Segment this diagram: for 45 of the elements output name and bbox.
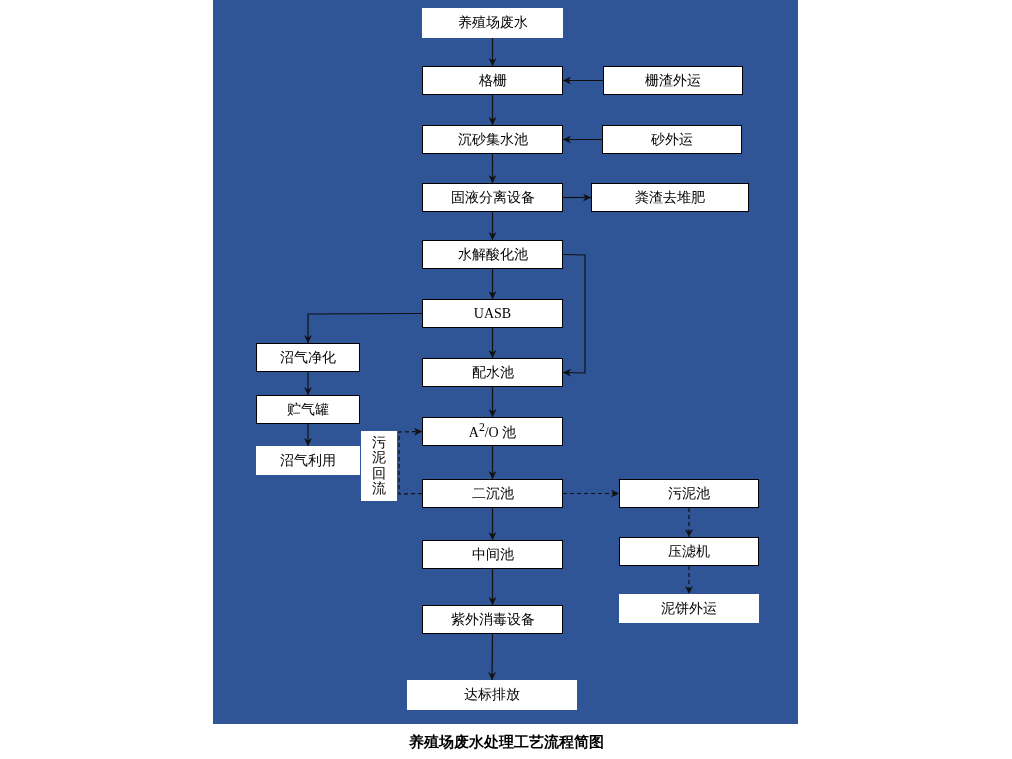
- process-box: 二沉池: [422, 479, 563, 508]
- arrow: [488, 37, 497, 67]
- process-box: 配水池: [422, 358, 563, 387]
- arrow: [685, 507, 693, 538]
- process-box: 污泥池: [619, 479, 759, 508]
- process-box: 粪渣去堆肥: [591, 183, 749, 212]
- arrow: [488, 507, 497, 541]
- arrow: [562, 193, 592, 202]
- arrow: [562, 253, 586, 377]
- process-box: 达标排放: [407, 680, 577, 710]
- arrow: [562, 489, 620, 498]
- arrow: [488, 633, 497, 681]
- process-box: 沼气利用: [256, 446, 360, 475]
- process-box: 固液分离设备: [422, 183, 563, 212]
- arrow: [488, 94, 497, 126]
- arrow: [488, 568, 497, 606]
- process-box: 格栅: [422, 66, 563, 95]
- arrow: [304, 371, 312, 396]
- arrow: [304, 312, 423, 344]
- arrow: [398, 427, 423, 495]
- process-box: 紫外消毒设备: [422, 605, 563, 634]
- process-box: 砂外运: [602, 125, 742, 154]
- process-box: 沉砂集水池: [422, 125, 563, 154]
- diagram-title: 养殖场废水处理工艺流程简图: [407, 733, 605, 752]
- arrow: [488, 445, 497, 480]
- arrow: [488, 327, 497, 359]
- arrow: [685, 565, 693, 595]
- arrow: [304, 423, 312, 447]
- process-box: 压滤机: [619, 537, 759, 566]
- process-box: 中间池: [422, 540, 563, 569]
- arrow: [488, 386, 497, 418]
- process-box: 养殖场废水: [422, 8, 563, 38]
- process-box: A$^{2}$/O 池: [422, 417, 563, 446]
- process-box: 栅渣外运: [603, 66, 743, 95]
- edge-label: 污泥回流: [361, 431, 397, 501]
- arrow: [488, 153, 497, 184]
- arrow: [488, 211, 497, 241]
- process-box: 水解酸化池: [422, 240, 563, 269]
- arrow: [562, 135, 603, 144]
- process-box: 沼气净化: [256, 343, 360, 372]
- arrow: [488, 268, 497, 300]
- process-box: 泥饼外运: [619, 594, 759, 623]
- process-box: 贮气罐: [256, 395, 360, 424]
- process-box: UASB: [422, 299, 563, 328]
- arrow: [562, 76, 604, 85]
